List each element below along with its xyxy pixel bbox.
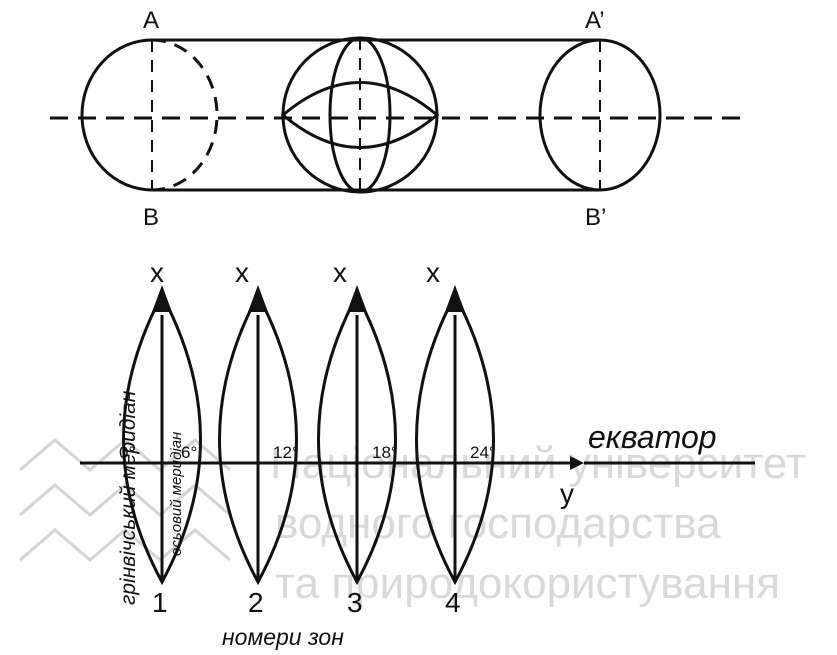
zone-3-x-label: x [333,257,347,288]
y-axis-label: y [560,478,574,509]
cylinder-left-hidden [151,38,219,192]
degree-0-label: 0° [119,443,135,462]
sphere-parallel [280,81,440,149]
zone-4-x-label: x [426,257,440,288]
cylinder-axes [50,38,750,192]
zone-3-number: 3 [347,587,363,618]
zone-2-arrowhead [248,285,268,312]
cylinder-left-end [80,38,153,192]
watermark-line-2: водного господарства [275,499,721,548]
axial-meridian-label: осьовий меридіан [168,432,185,556]
degree-6-label: 6° [181,443,197,462]
greenwich-meridian-label: грінвічський меридіан [117,390,140,605]
zones-figure [80,285,755,586]
degree-12-label: 12° [273,443,299,462]
label-a-prime: A’ [585,7,605,34]
label-b: B [143,204,159,231]
zone-4-number: 4 [445,587,461,618]
zone-3-arrowhead [347,285,367,312]
zone-2-x-label: x [235,257,249,288]
zone-1-x-label: x [150,257,164,288]
label-a: A [143,7,159,34]
watermark-line-3: та природокористування [275,559,780,608]
zone-2-number: 2 [248,587,264,618]
degree-24-label: 24° [470,443,496,462]
cylinder-figure [80,36,662,194]
zone-4-arrowhead [445,285,465,312]
equator-label: екватор [588,419,717,455]
zone-1-arrowhead [152,285,172,312]
degree-18-label: 18° [372,443,398,462]
zone-numbers-caption: номери зон [222,624,344,650]
label-b-prime: B’ [585,204,606,231]
y-axis-arrowhead [570,456,584,470]
zone-1-number: 1 [152,587,168,618]
